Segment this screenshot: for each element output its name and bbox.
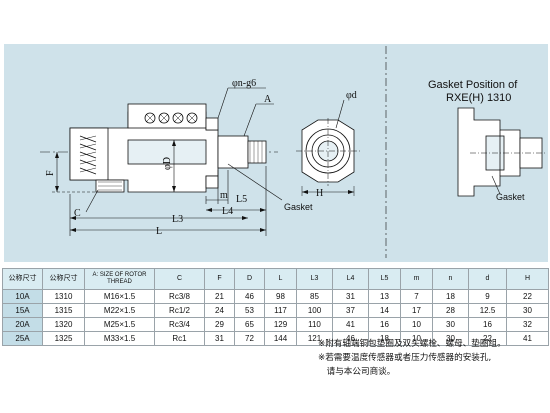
cell: 16 [468,317,507,332]
cell: 10A [2,289,43,304]
cell: 117 [264,303,297,318]
cell: 85 [296,289,333,304]
rotary-joint-side-view [69,103,267,193]
label-gasket-main: Gasket [284,202,313,212]
label-phi-D: φD [162,157,173,170]
label-F: F [45,170,56,176]
cell: 30 [506,303,549,318]
header-C: C [154,268,205,290]
header-n: n [432,268,469,290]
cell: 12.5 [468,303,507,318]
cell: 53 [234,303,265,318]
cell: Rc3/8 [154,289,205,304]
note-line: ※附有轴端铜包垫圈及双头螺栓、螺母、垫圈组。 [318,339,506,349]
cell: 10 [400,317,433,332]
cell: 72 [234,331,265,346]
cell: 41 [332,317,369,332]
label-phi-d: φd [346,90,357,101]
header-m: m [400,268,433,290]
header-d: d [468,268,507,290]
cell: 16 [368,317,401,332]
cell: M25×1.5 [84,317,155,332]
cell: 144 [264,331,297,346]
note-line: 请与本公司商谈。 [318,367,396,377]
label-A: A [264,94,272,105]
cell: 21 [204,289,235,304]
cell: 129 [264,317,297,332]
cell: 7 [400,289,433,304]
cell: 1320 [42,317,85,332]
dimension-arrows [55,140,354,232]
cell: 30 [432,317,469,332]
cell: 110 [296,317,333,332]
cell: M16×1.5 [84,289,155,304]
cell: 29 [204,317,235,332]
label-L4: L4 [222,206,233,217]
header-nominal-model: 公称尺寸 [42,268,85,290]
cell: 20A [2,317,43,332]
cell: 22 [468,331,507,346]
cell: 98 [264,289,297,304]
cell: 18 [432,289,469,304]
table-header-row: 公称尺寸 公称尺寸 A: SIZE OF ROTOR THREAD C F D … [2,268,549,290]
header-L3: L3 [296,268,333,290]
cell: 15A [2,303,43,318]
gasket-title-line1: Gasket Position of [428,79,518,91]
label-m: m [220,190,228,201]
cell: Rc1/2 [154,303,205,318]
cell: 46 [234,289,265,304]
notes-block: ※附有轴端铜包垫圈及双头螺栓、螺母、垫圈组。 ※若需要温度传感器或者压力传感器的… [318,337,548,379]
header-L5: L5 [368,268,401,290]
label-L5: L5 [236,194,247,205]
cell: 17 [400,303,433,318]
cell: 13 [368,289,401,304]
technical-drawing: φn-g6 A φd φD F C m L5 L4 L3 L H Gasket … [4,44,548,262]
header-H: H [506,268,549,290]
cell: 1310 [42,289,85,304]
header-L4: L4 [332,268,369,290]
cell: 1315 [42,303,85,318]
cell: 1325 [42,331,85,346]
cell: 18 [368,331,401,346]
hex-end-view [296,99,360,196]
label-H: H [316,188,323,199]
cell: M33×1.5 [84,331,155,346]
label-phi-ng6: φn-g6 [232,78,256,89]
gasket-position-view [457,107,546,197]
gasket-title-line2: RXE(H) 1310 [446,92,511,104]
spec-table: 公称尺寸 公称尺寸 A: SIZE OF ROTOR THREAD C F D … [2,268,549,346]
table-row: 25A 1325 M33×1.5 Rc1 31 72 144 121 46 18… [2,331,549,346]
label-C: C [74,208,81,219]
cell: 100 [296,303,333,318]
cell: 65 [234,317,265,332]
table-row: 20A 1320 M25×1.5 Rc3/4 29 65 129 110 41 … [2,317,549,332]
cell: 25A [2,331,43,346]
table-row: 15A 1315 M22×1.5 Rc1/2 24 53 117 100 37 … [2,303,549,318]
cell: Rc3/4 [154,317,205,332]
cell: M22×1.5 [84,303,155,318]
header-L: L [264,268,297,290]
cell: 31 [204,331,235,346]
cell: 37 [332,303,369,318]
note-line: ※若需要温度传感器或者压力传感器的安装孔, [318,353,492,363]
label-gasket-detail: Gasket [496,192,525,202]
cell: 22 [506,289,549,304]
header-F: F [204,268,235,290]
cell: 24 [204,303,235,318]
header-rotor-thread: A: SIZE OF ROTOR THREAD [84,268,155,290]
cell: 28 [432,303,469,318]
table-row: 10A 1310 M16×1.5 Rc3/8 21 46 98 85 31 13… [2,289,549,304]
cell: 32 [506,317,549,332]
header-nominal-size: 公称尺寸 [2,268,43,290]
header-D: D [234,268,265,290]
label-L: L [156,226,162,237]
cell: 14 [368,303,401,318]
cell: 9 [468,289,507,304]
cell: 31 [332,289,369,304]
dimension-lines-main [52,87,283,236]
cell: 41 [506,331,549,346]
cell: Rc1 [154,331,205,346]
label-L3: L3 [172,214,183,225]
